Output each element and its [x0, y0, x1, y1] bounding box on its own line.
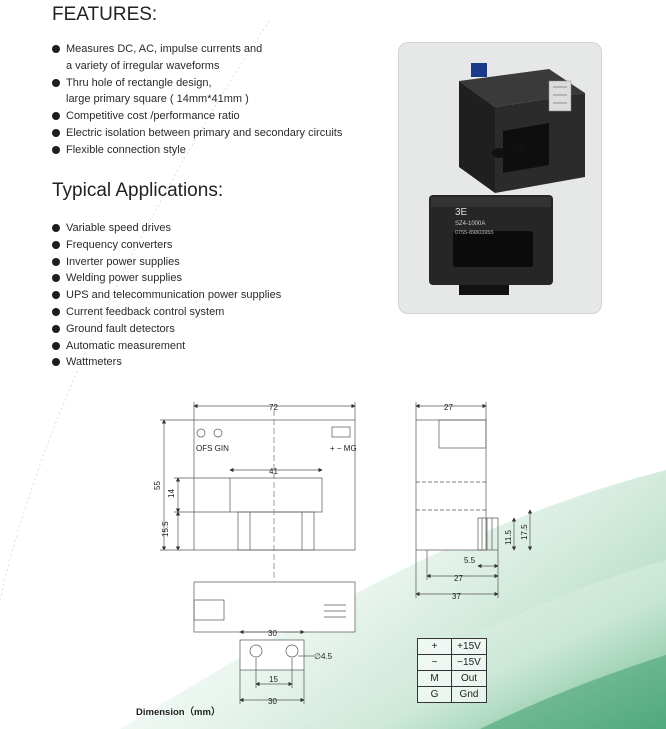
- dim-bottom-width: 30: [268, 697, 277, 706]
- table-row: −−15V: [417, 654, 487, 671]
- bullet-icon: [52, 224, 60, 232]
- bullet-icon: [52, 341, 60, 350]
- dimension-drawing: 72 41 OFS GIN + − MG 55 14 15.5 27 5.5 2…: [153, 402, 533, 706]
- mounting-tabs: [239, 639, 305, 671]
- label-pins: + − MG: [330, 444, 357, 453]
- bullet-icon: [52, 145, 60, 154]
- dim-hole: ∅4.5: [314, 652, 333, 661]
- side-view-body: [415, 419, 487, 551]
- table-row: ++15V: [417, 638, 487, 655]
- dim-side-d1: 5.5: [464, 556, 476, 565]
- bullet-icon: [52, 274, 60, 283]
- bullet-icon: [52, 240, 60, 249]
- bullet-icon: [52, 257, 60, 266]
- application-item: Frequency converters: [52, 237, 281, 254]
- bullet-icon: [52, 78, 60, 87]
- label-ofs-gin: OFS GIN: [196, 444, 229, 453]
- dim-window-width: 41: [269, 467, 278, 476]
- bullet-icon: [52, 307, 60, 316]
- bullet-icon: [52, 112, 60, 121]
- dim-side-h1: 11.5: [504, 529, 513, 545]
- photo-model: SZ4-1000A: [455, 221, 485, 227]
- feature-item: Thru hole of rectangle design,large prim…: [52, 75, 342, 109]
- application-item: Current feedback control system: [52, 304, 281, 321]
- bullet-icon: [52, 324, 60, 333]
- bullet-icon: [52, 358, 60, 367]
- dimension-caption: Dimension（mm）: [136, 707, 221, 718]
- dim-offset: 15.5: [161, 521, 170, 537]
- dim-front-width: 72: [269, 403, 278, 412]
- bottom-view-body: [193, 581, 356, 633]
- dim-pitch: 15: [269, 675, 278, 684]
- bullet-icon: [52, 45, 60, 53]
- feature-item: Electric isolation between primary and s…: [52, 125, 342, 142]
- application-item: Welding power supplies: [52, 270, 281, 287]
- dim-bottom-top-width: 30: [268, 629, 277, 638]
- dim-window-height: 14: [167, 489, 176, 498]
- dim-front-height: 55: [153, 481, 162, 490]
- feature-item: Flexible connection style: [52, 142, 342, 159]
- bullet-icon: [52, 291, 60, 300]
- photo-phone: 0755-89803955: [455, 230, 494, 236]
- application-item: Automatic measurement: [52, 338, 281, 355]
- application-item: Ground fault detectors: [52, 321, 281, 338]
- feature-item: Competitive cost /performance ratio: [52, 108, 342, 125]
- application-item: UPS and telecommunication power supplies: [52, 287, 281, 304]
- photo-brand: 3E: [455, 207, 468, 218]
- applications-heading: Typical Applications:: [52, 180, 224, 201]
- application-item: Inverter power supplies: [52, 254, 281, 271]
- product-photo: 3E SZ4-1000A 0755-89803955: [398, 42, 602, 314]
- front-window: [229, 477, 323, 513]
- dim-side-d2: 27: [454, 574, 463, 583]
- features-heading: FEATURES:: [52, 4, 158, 25]
- applications-list: Variable speed drives Frequency converte…: [52, 220, 281, 371]
- sensor-illustration: 3E SZ4-1000A 0755-89803955: [429, 63, 585, 295]
- dim-side-h2: 17.5: [520, 524, 529, 540]
- bullet-icon: [52, 128, 60, 137]
- dim-side-width: 27: [444, 403, 453, 412]
- application-item: Wattmeters: [52, 354, 281, 371]
- application-item: Variable speed drives: [52, 220, 281, 237]
- dim-side-d3: 37: [452, 592, 461, 601]
